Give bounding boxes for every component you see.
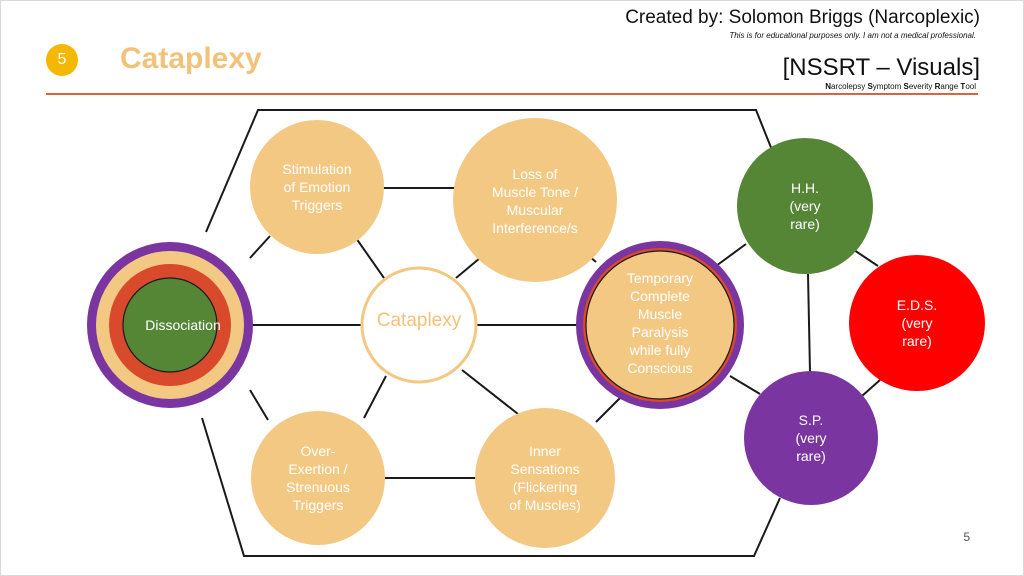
label-line: Stimulation <box>282 161 351 177</box>
slide-number-badge: 5 <box>46 44 78 76</box>
label-line: Loss of <box>512 166 557 182</box>
edge-hh-eds <box>853 249 879 267</box>
label-line: Over- <box>301 443 336 459</box>
label-line: rare) <box>902 333 932 349</box>
label-line: (very <box>795 430 826 446</box>
eds-label: E.D.S. (very rare) <box>897 297 937 349</box>
outer-hex-top <box>205 109 773 233</box>
label-line: E.D.S. <box>897 297 937 313</box>
label-line: Interference/s <box>492 220 578 236</box>
label-line: Muscle <box>638 306 683 322</box>
label-line: Conscious <box>627 360 692 376</box>
tool-subtitle: Narcolepsy Symptom Severity Range Tool <box>825 82 976 91</box>
dissociation-label: Dissociation <box>145 317 220 333</box>
page-number: 5 <box>963 530 970 544</box>
label-line: of Muscles) <box>509 497 581 513</box>
label-line: Muscle Tone / <box>492 184 578 200</box>
header-divider <box>46 93 978 95</box>
label-line: Paralysis <box>632 324 689 340</box>
label-line: Cataplexy <box>377 310 462 331</box>
edge-para-sp <box>729 375 761 395</box>
label-line: (very <box>901 315 932 331</box>
label-line: Dissociation <box>145 317 220 333</box>
label-line: Temporary <box>627 270 693 286</box>
outer-hex-bottom <box>201 417 781 557</box>
label-line: Triggers <box>292 197 343 213</box>
label-line: rare) <box>790 216 820 232</box>
edge-center-over <box>363 375 387 419</box>
label-line: Triggers <box>293 497 344 513</box>
label-line: rare) <box>796 448 826 464</box>
creator-credit: Created by: Solomon Briggs (Narcoplexic) <box>625 7 980 28</box>
label-line: (very <box>789 198 820 214</box>
sp-label: S.P. (very rare) <box>795 412 826 464</box>
connector-lines <box>201 109 881 557</box>
edge-diss-stim <box>249 235 271 259</box>
sp-node: S.P. (very rare) <box>744 371 878 505</box>
label-line: Exertion / <box>288 461 347 477</box>
center-node: Cataplexy <box>360 266 478 384</box>
edge-center-inner <box>461 369 519 415</box>
eds-node: E.D.S. (very rare) <box>849 255 985 391</box>
edge-inner-para <box>595 397 621 423</box>
label-line: Inner <box>529 443 561 459</box>
edge-diss-over <box>249 389 269 421</box>
slide-title: Cataplexy <box>120 42 262 75</box>
edge-hh-sp <box>807 273 811 373</box>
edge-stim-center <box>355 237 385 279</box>
label-line: Complete <box>630 288 690 304</box>
label-line: (Flickering <box>513 479 578 495</box>
label-line: while fully <box>629 342 691 358</box>
label-line: Sensations <box>510 461 579 477</box>
edge-sp-eds <box>861 379 881 397</box>
dissociation-node: Dissociation <box>87 242 253 408</box>
label-line: Strenuous <box>286 479 350 495</box>
tool-name: [NSSRT – Visuals] <box>782 54 980 81</box>
label-line: of Emotion <box>284 179 351 195</box>
hh-node: H.H. (very rare) <box>737 138 873 274</box>
edge-para-hh <box>715 243 747 267</box>
center-label: Cataplexy <box>377 310 462 331</box>
disclaimer: This is for educational purposes only. I… <box>729 31 976 40</box>
label-line: Muscular <box>507 202 564 218</box>
label-line: H.H. <box>791 180 819 196</box>
edge-loss-center <box>455 257 481 279</box>
hh-label: H.H. (very rare) <box>789 180 820 232</box>
label-line: S.P. <box>799 412 824 428</box>
